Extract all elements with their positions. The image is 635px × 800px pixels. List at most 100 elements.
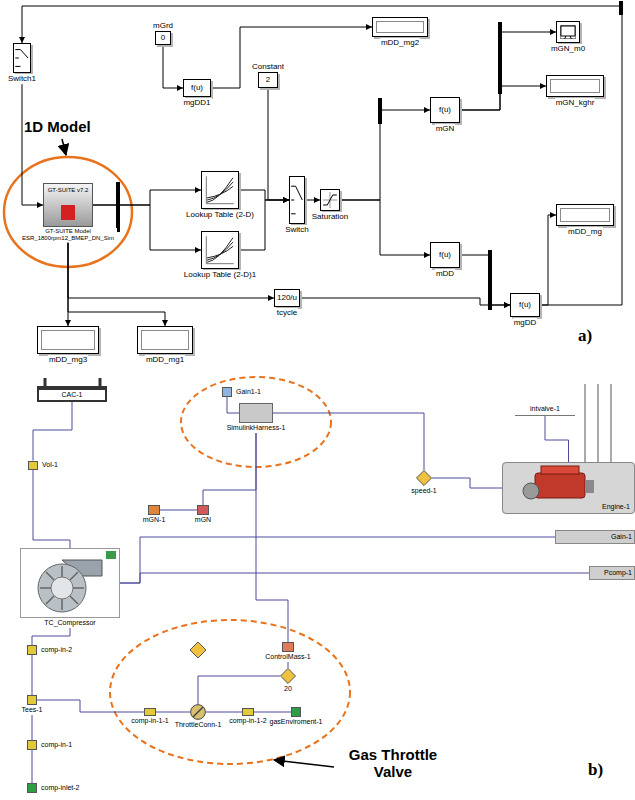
block-label: mDD_mg3	[48, 355, 88, 364]
component-icon	[291, 707, 301, 717]
engine-icon	[535, 473, 585, 498]
block-text: Engine-1	[600, 503, 632, 511]
component-icon	[282, 642, 294, 652]
block-text: Pcomp-1	[602, 569, 634, 577]
diagram-node: mGN	[194, 505, 212, 525]
diagram-node: Vol-1	[28, 461, 59, 470]
component-icon	[27, 783, 37, 793]
gt-link	[254, 712, 291, 713]
diagram-node: gasEnviroment-1	[269, 707, 324, 727]
circ-symbol	[190, 704, 206, 720]
demux-bar	[116, 182, 120, 232]
component-icon	[144, 708, 156, 716]
gt-link	[273, 413, 424, 470]
compressor-block	[20, 548, 120, 618]
diagram-node: GT-SUITE v7.2GT-SUITE Model ESR_1800rpm1…	[19, 183, 117, 243]
diagram-node: mDD_mg1	[137, 326, 193, 365]
gt-link	[198, 676, 280, 704]
diagram-node: Engine-1	[502, 462, 635, 514]
diagram-node: mDD_mg2	[372, 17, 428, 48]
block-label: Saturation	[311, 212, 349, 221]
diagram-node: f(u) mgDD1	[182, 79, 211, 108]
dia-symbol	[280, 668, 296, 684]
block-label: comp-in-1-2	[228, 717, 267, 725]
diagram-node: 120/u tcycle	[274, 289, 300, 318]
diagram-node: mDD_mg	[556, 204, 614, 237]
block-label: speed-1	[410, 487, 437, 495]
block-label: mDD_mg1	[145, 355, 185, 364]
function-block: 2	[258, 72, 278, 88]
component-icon	[242, 708, 254, 716]
gt-link	[206, 712, 242, 713]
block-label: mDD_mg	[567, 227, 603, 236]
gt-link	[256, 433, 288, 642]
gain-bar: Gain-1	[555, 530, 635, 544]
signal-line	[300, 298, 510, 305]
block-label: Switch1	[7, 74, 37, 83]
signal-line	[305, 200, 320, 201]
diagram-node: comp-inlet-2	[27, 783, 81, 793]
block-label: Constant	[251, 62, 285, 71]
function-block: f(u)	[510, 293, 540, 317]
diagram-node: CAC-1	[37, 386, 107, 402]
block-label: ControlMass-1	[264, 653, 312, 661]
gt-link	[32, 750, 33, 783]
compressor-hub	[51, 577, 73, 599]
function-block: 0	[155, 31, 171, 45]
diagram-node: ThrottleConn-1	[174, 704, 223, 730]
gt-link	[32, 628, 70, 645]
gt-link	[545, 416, 569, 462]
diagram-node: speed-1	[410, 470, 437, 496]
block-label: mDD	[435, 269, 455, 278]
signal-line	[239, 200, 289, 250]
gt-link	[203, 433, 256, 505]
diagram-node: Lookup Table (2-D)1	[183, 231, 257, 280]
signal-line	[93, 190, 201, 205]
block-text: f(u)	[517, 300, 533, 309]
diagram-node: Pcomp-1	[589, 566, 635, 580]
block-label: mGN	[194, 516, 212, 524]
gt-link	[32, 655, 33, 695]
block-text: f(u)	[437, 105, 453, 114]
diagram-node: Lookup Table (2-D)	[185, 171, 255, 220]
valve-tag: intvalve-1	[515, 404, 575, 416]
diagram-node: mGN-1	[142, 505, 167, 525]
display-block	[137, 326, 193, 354]
block-label: mgDD1	[182, 98, 211, 107]
block-label: Vol-1	[41, 461, 59, 469]
connector-group	[22, 6, 622, 783]
gt-link	[120, 537, 555, 583]
signal-line	[340, 110, 430, 200]
diagram-node: Gain1-1	[222, 387, 262, 397]
signal-line	[163, 45, 183, 88]
block-label: tcycle	[276, 308, 298, 317]
diagram-node: comp-in-1-2	[228, 708, 267, 726]
block-text: GT-SUITE v7.2	[46, 187, 91, 194]
signal-line	[268, 88, 289, 200]
annotation: 1D Model	[24, 118, 91, 135]
sw-symbol	[14, 44, 30, 72]
component-icon	[28, 461, 38, 470]
diagram-node: mGrd0	[152, 20, 174, 45]
diagram-node: Switch1	[7, 43, 37, 84]
diagram-node: Saturation	[311, 189, 349, 222]
switch-block	[289, 176, 305, 224]
function-block: 120/u	[274, 289, 300, 307]
lookup-table-block	[201, 231, 239, 269]
block-text: f(u)	[189, 83, 205, 92]
engine-icon	[541, 466, 579, 474]
scope-block	[556, 21, 580, 43]
block-label: Tees-1	[21, 706, 44, 714]
block-text: CAC-1	[59, 391, 84, 399]
block-text: intvalve-1	[528, 405, 562, 413]
gt-link	[156, 712, 190, 713]
block-label: comp-in-1-1	[130, 717, 169, 725]
block-text: 120/u	[275, 293, 299, 302]
sensor-diamond	[416, 470, 432, 486]
block-label: 20	[283, 685, 293, 693]
block-label: ThrottleConn-1	[174, 721, 223, 729]
diagram-node: comp-in-1-1	[130, 708, 169, 726]
diagram-node: comp-in-1	[27, 740, 73, 750]
display-block	[546, 75, 604, 97]
engine-icon	[585, 480, 594, 493]
